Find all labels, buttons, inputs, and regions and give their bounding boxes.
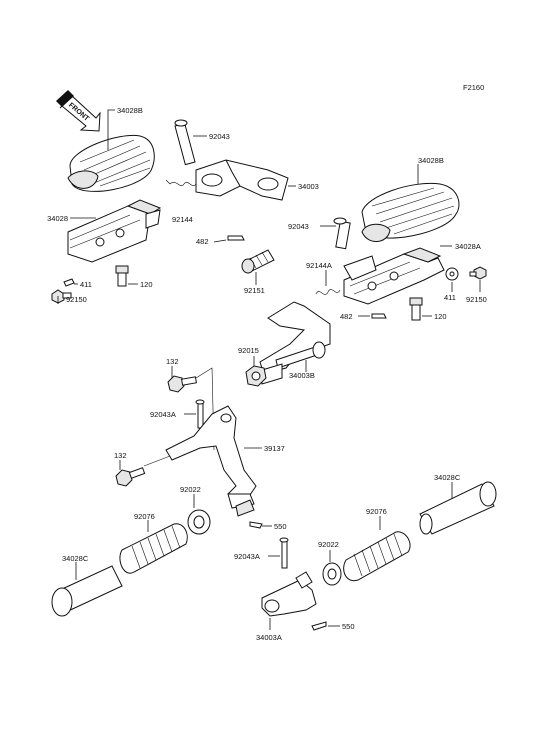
footpeg-34028A	[343, 247, 445, 305]
label-92043-right: 92043	[288, 222, 309, 231]
label-34003B: 34003B	[289, 371, 315, 380]
label-120-right: 120	[434, 312, 447, 321]
footpeg-rubber-upper-right	[361, 182, 460, 242]
label-482-upper: 482	[196, 237, 209, 246]
label-92015: 92015	[238, 346, 259, 355]
pin-92043-upper	[174, 119, 196, 166]
label-92043-upper: 92043	[209, 132, 230, 141]
label-411-left: 411	[80, 280, 92, 289]
washer-92022-upper	[187, 509, 211, 535]
label-92076-right: 92076	[366, 507, 387, 516]
cotter-pin-550-lower	[311, 621, 327, 631]
footpeg-upper-left	[67, 199, 162, 263]
cotter-pin-550-upper	[249, 521, 263, 529]
label-132-lower: 132	[114, 451, 127, 460]
pedal-rubber-92076-left	[119, 523, 188, 574]
pin-411-left	[63, 278, 75, 287]
label-120-left: 120	[140, 280, 153, 289]
link-34003A	[261, 571, 317, 617]
label-34003: 34003	[298, 182, 319, 191]
label-132-upper: 132	[166, 357, 179, 366]
label-550-upper: 550	[274, 522, 287, 531]
bolt-92150-right	[469, 266, 487, 280]
label-550-lower: 550	[342, 622, 355, 631]
label-34028C-left: 34028C	[62, 554, 89, 563]
label-34028C-right: 34028C	[434, 473, 461, 482]
label-482-right: 482	[340, 312, 353, 321]
bolt-132-lower	[115, 467, 146, 487]
spring-92144	[165, 179, 197, 186]
bracket-34003	[195, 159, 289, 201]
label-34028A: 34028A	[455, 242, 481, 251]
label-92144A: 92144A	[306, 261, 332, 270]
label-92043A-lower: 92043A	[234, 552, 260, 561]
bolt-120-right	[409, 297, 423, 321]
label-92150-left: 92150	[66, 295, 87, 304]
label-92151: 92151	[244, 286, 265, 295]
figure-code: F2160	[463, 83, 484, 92]
pin-92043A-lower	[279, 537, 289, 569]
label-92150-right: 92150	[466, 295, 487, 304]
spring-92144A	[315, 289, 341, 295]
label-34028: 34028	[47, 214, 68, 223]
cotter-pin-482-right	[371, 313, 387, 319]
label-34003A: 34003A	[256, 633, 282, 642]
label-39137: 39137	[264, 444, 285, 453]
label-92144: 92144	[172, 215, 193, 224]
shift-lever-39137	[165, 405, 257, 517]
label-92022-upper: 92022	[180, 485, 201, 494]
pedal-shaft-34028C-left	[51, 565, 123, 617]
pin-92043-right	[333, 217, 351, 250]
bolt-92151	[241, 249, 275, 274]
pedal-shaft-34028C-right	[419, 481, 497, 535]
front-arrow-icon: FRONT	[56, 90, 101, 132]
label-34028B-right: 34028B	[418, 156, 444, 165]
label-92022-lower: 92022	[318, 540, 339, 549]
footpeg-rubber-upper-left	[67, 134, 155, 192]
bolt-120-left	[115, 265, 129, 287]
bolt-132-upper	[167, 375, 197, 393]
washer-92022-lower	[322, 562, 342, 586]
cotter-pin-482-upper	[227, 235, 245, 241]
pin-92043A-upper	[195, 399, 205, 429]
label-411-right: 411	[444, 293, 456, 302]
label-92076-left: 92076	[134, 512, 155, 521]
label-34028B-upper: 34028B	[117, 106, 143, 115]
shift-shaft-34003B	[259, 301, 331, 385]
washer-411-right	[445, 267, 459, 281]
pedal-rubber-92076-right	[343, 531, 411, 582]
label-92043A-upper: 92043A	[150, 410, 176, 419]
